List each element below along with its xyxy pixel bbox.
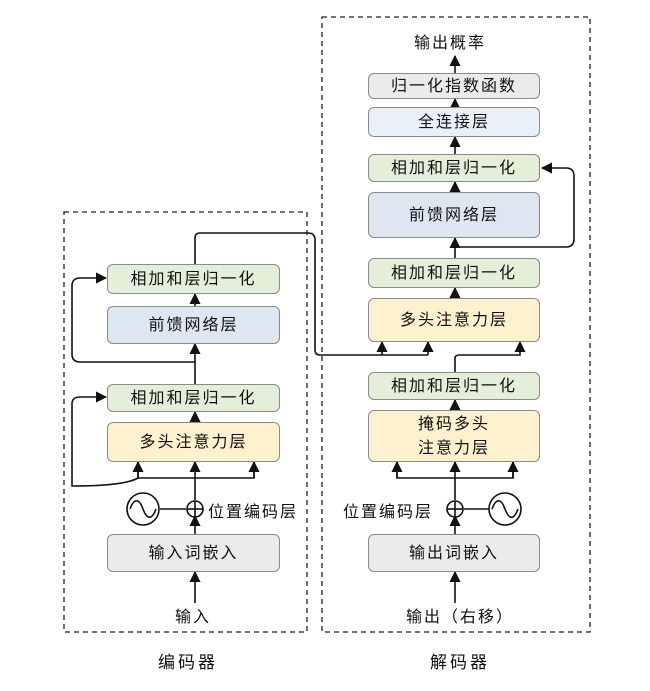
decoder-frame: [321, 16, 591, 633]
enc-add-norm-1: 相加和层归一化: [107, 384, 280, 412]
enc-to-dec-line: [194, 232, 428, 356]
enc-residual-2: [71, 272, 195, 363]
dec-masked-attention-line-1: 掩码多头: [417, 414, 490, 433]
dec-add-norm-3: 相加和层归一化: [368, 154, 540, 182]
dec-softmax: 归一化指数函数: [368, 73, 540, 99]
decoder-caption: 解码器: [430, 653, 490, 673]
encoder-frame: [63, 211, 308, 633]
dec-norm-to-cross-query: [454, 340, 526, 372]
dec-plus-icon: [446, 500, 464, 518]
dec-sine-icon: [488, 492, 522, 526]
dec-output-embedding: 输出词嵌入: [368, 534, 540, 572]
dec-linear: 全连接层: [368, 107, 540, 137]
dec-feed-forward: 前馈网络层: [368, 192, 540, 238]
enc-multihead-attention: 多头注意力层: [107, 422, 280, 462]
dec-masked-attention-line-2: 注意力层: [417, 438, 490, 457]
dec-add-norm-1: 相加和层归一化: [368, 372, 540, 400]
enc-attn-branches: [137, 462, 255, 479]
dec-cross-attention: 多头注意力层: [368, 298, 540, 342]
enc-add-norm-2: 相加和层归一化: [107, 264, 280, 294]
dec-positional-label: 位置编码层: [343, 502, 434, 521]
enc-plus-icon: [186, 500, 204, 518]
dec-output-prob-label: 输出概率: [414, 33, 487, 52]
encoder-caption: 编码器: [158, 653, 218, 673]
enc-input-label: 输入: [175, 607, 212, 626]
enc-input-embedding: 输入词嵌入: [107, 534, 280, 572]
dec-add-norm-2: 相加和层归一化: [368, 258, 540, 288]
enc-residual-1: [71, 391, 139, 487]
enc-feed-forward: 前馈网络层: [107, 306, 280, 344]
dec-residual-3: [455, 162, 575, 248]
dec-input-label: 输出（右移）: [406, 607, 515, 626]
enc-sine-icon: [126, 492, 160, 526]
enc-positional-label: 位置编码层: [208, 502, 299, 521]
dec-masked-attention: 掩码多头 注意力层: [368, 410, 540, 462]
